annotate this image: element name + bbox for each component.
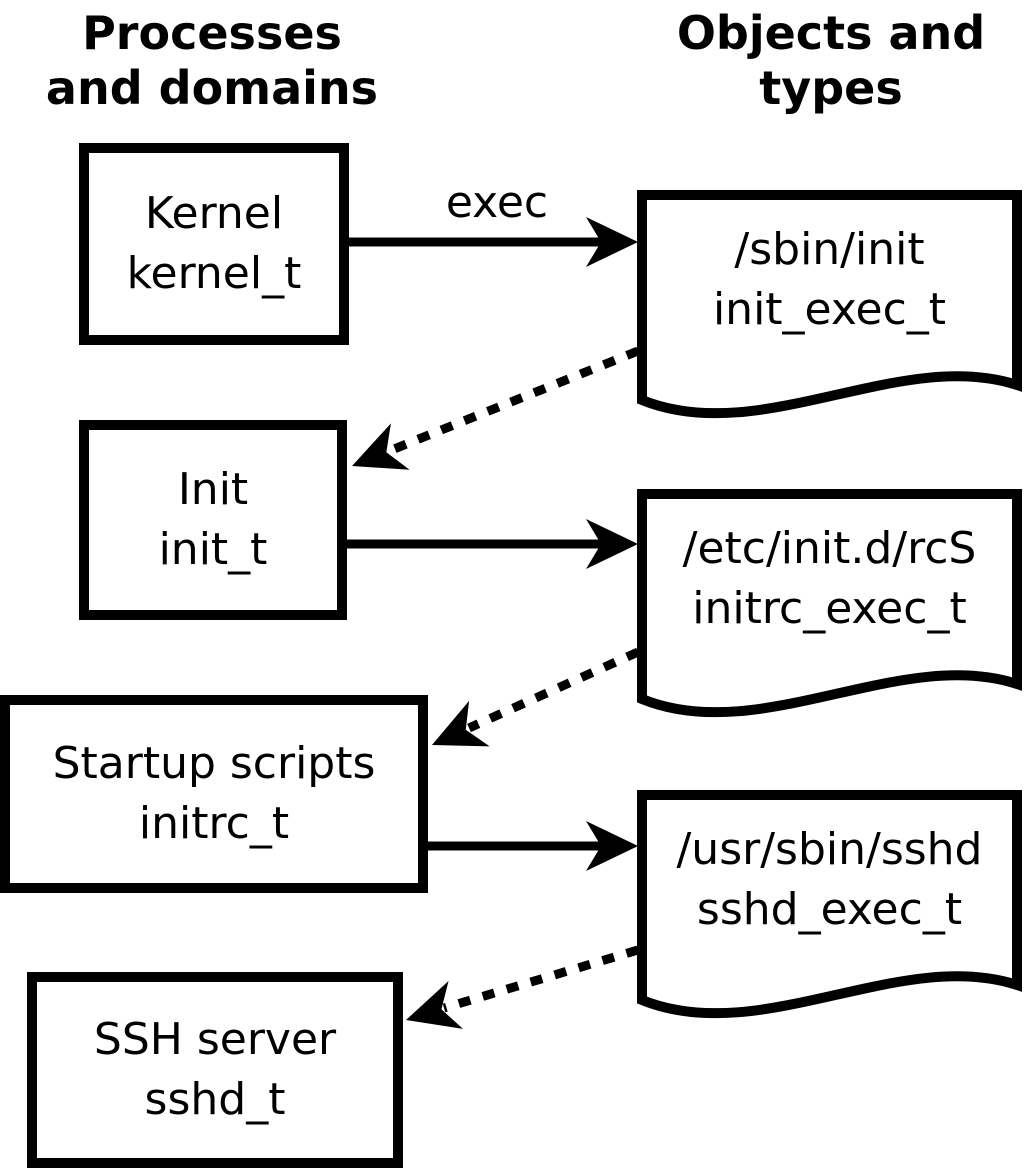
column-header-objects: Objects and types — [676, 6, 986, 115]
dotted-arrow-rcs-to-startup — [432, 647, 640, 747]
object-type: initrc_exec_t — [692, 583, 967, 634]
dotted-arrow-sbin-init-to-init — [352, 346, 640, 470]
process-box-startup-scripts: Startup scripts initrc_t — [0, 695, 428, 893]
object-label-etc-initd-rcs: /etc/init.d/rcS initrc_exec_t — [642, 489, 1017, 669]
process-name: Kernel — [144, 188, 284, 239]
process-type: kernel_t — [126, 248, 302, 299]
process-box-init: Init init_t — [79, 420, 347, 620]
dotted-arrow-sshd-to-sshserver — [406, 945, 640, 1029]
process-name: SSH server — [93, 1014, 337, 1065]
process-box-ssh-server: SSH server sshd_t — [27, 972, 403, 1168]
document-shape-sbin-init — [637, 190, 1022, 419]
process-type: sshd_t — [144, 1074, 286, 1125]
exec-arrow-label: exec — [445, 177, 549, 228]
object-label-usr-sbin-sshd: /usr/sbin/sshd sshd_exec_t — [642, 790, 1017, 970]
process-box-kernel: Kernel kernel_t — [79, 143, 349, 345]
process-type: init_t — [158, 524, 268, 575]
solid-arrow-kernel-to-sbin-init — [349, 217, 638, 267]
document-shape-usr-sbin-sshd — [637, 790, 1022, 1019]
solid-arrow-init-to-rcs — [347, 519, 638, 569]
object-type: init_exec_t — [712, 284, 947, 335]
object-type: sshd_exec_t — [696, 884, 963, 935]
object-path: /etc/init.d/rcS — [682, 523, 977, 574]
process-name: Startup scripts — [52, 738, 376, 789]
column-header-processes: Processes and domains — [45, 6, 379, 115]
process-type: initrc_t — [138, 798, 290, 849]
solid-arrow-startup-to-sshd — [428, 821, 638, 871]
document-shape-etc-initd-rcs — [637, 489, 1022, 718]
object-label-sbin-init: /sbin/init init_exec_t — [642, 190, 1017, 370]
object-path: /usr/sbin/sshd — [676, 824, 983, 875]
object-path: /sbin/init — [734, 224, 925, 275]
process-name: Init — [177, 464, 249, 515]
